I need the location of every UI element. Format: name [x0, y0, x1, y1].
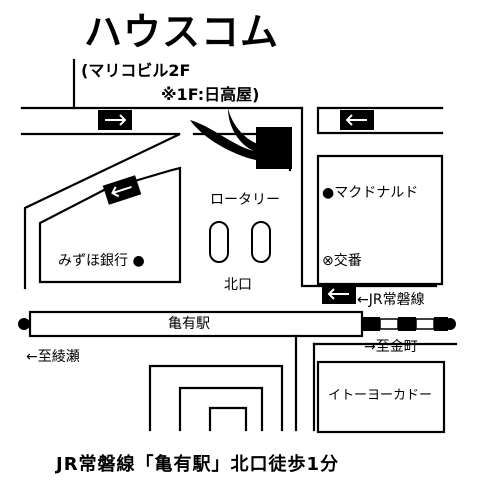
to-ayase-label: ←至綾瀬: [26, 350, 80, 364]
koban-label: ⊗交番: [322, 254, 362, 268]
road-edge: [316, 106, 444, 135]
rotary-island: [209, 221, 229, 263]
koban-icon: ⊗: [322, 253, 334, 269]
arrow-left-icon: ←: [357, 292, 369, 308]
block-outline: [208, 406, 248, 432]
jr-line-label: ←JR常磐線: [357, 293, 425, 307]
access-footer: JR常磐線「亀有駅」北口徒歩1分: [56, 454, 340, 475]
block-outline: [316, 154, 444, 286]
arrow-left-icon: ←: [26, 349, 38, 365]
jr-line-text: JR常磐線: [368, 292, 425, 308]
rotary-label: ロータリー: [210, 192, 280, 208]
mcdonalds-label: ●マクドナルド: [322, 186, 418, 200]
koban-text: 交番: [333, 253, 362, 269]
to-ayase-text: 至綾瀬: [37, 349, 80, 365]
bank-label: みずほ銀行 ●: [58, 254, 145, 268]
oneway-sign-left: [322, 284, 356, 304]
dot-icon: ●: [132, 253, 145, 269]
building-name: (マリコビル2F: [81, 61, 191, 80]
block-outline: [38, 166, 182, 284]
block-outline: [20, 132, 181, 290]
railway-track: [18, 317, 456, 331]
block-outline: [316, 360, 446, 434]
block-outline: [148, 364, 284, 432]
to-kanamachi-label: →至金町: [364, 340, 418, 354]
target-pointer: [190, 108, 258, 160]
store-name: ハウスコム: [84, 10, 280, 54]
to-kanamachi-text: 至金町: [375, 339, 418, 355]
oneway-sign-right: [98, 110, 132, 130]
bank-text: みずほ銀行: [58, 253, 128, 269]
dot-icon: ●: [322, 185, 335, 201]
oneway-sign-left: [102, 175, 142, 205]
rotary-island: [251, 221, 271, 263]
ito-yokado-label: イトーヨーカドー: [328, 388, 433, 403]
north-exit-label: 北口: [224, 277, 252, 293]
arrow-right-icon: →: [364, 339, 376, 355]
target-building: [256, 127, 292, 169]
mcdonalds-text: マクドナルド: [334, 185, 419, 201]
oneway-sign-left: [340, 110, 374, 130]
road-edge: [300, 106, 438, 288]
block-outline: [178, 386, 264, 432]
station-label: 亀有駅: [168, 316, 210, 332]
floor-note: ※1F:日高屋): [161, 85, 260, 104]
